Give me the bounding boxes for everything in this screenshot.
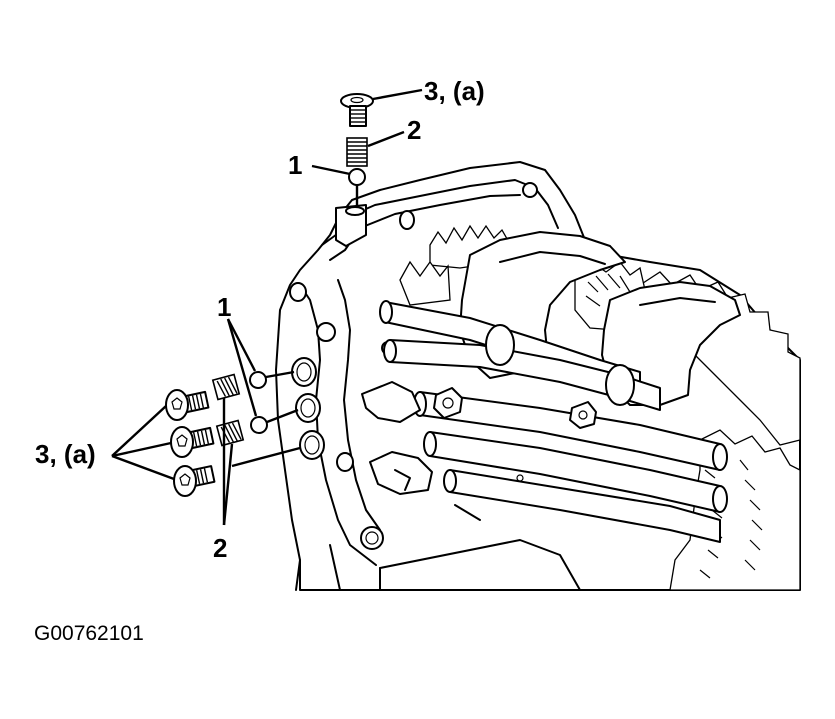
flange-boss-lower [360, 526, 384, 550]
shift-mechanism [361, 231, 741, 543]
top-bolt-shank [349, 105, 367, 127]
side-detent-assembly [165, 370, 301, 497]
figure-code: G00762101 [34, 622, 144, 645]
top-spring [346, 137, 368, 167]
side-bolt-3 [173, 465, 216, 497]
callout-top-bolt: 3, (a) [424, 76, 485, 106]
side-ball-upper [249, 371, 267, 389]
top-detent-assembly [340, 93, 374, 208]
side-spring-upper [211, 373, 241, 401]
side-ball-lower [250, 416, 268, 434]
side-bolt-2 [170, 426, 215, 458]
callout-side-bolts: 3, (a) [35, 439, 96, 469]
leader-lines [111, 88, 423, 526]
side-bolt-1 [165, 389, 210, 421]
side-detent-ports [291, 357, 325, 460]
callout-side-balls: 1 [217, 292, 231, 322]
callout-top-spring: 2 [407, 115, 421, 145]
callout-top-ball: 1 [288, 150, 302, 180]
side-spring-lower [215, 419, 245, 447]
top-ball [348, 168, 366, 186]
flange-boss-upper [316, 322, 336, 342]
callout-side-springs: 2 [213, 533, 227, 563]
